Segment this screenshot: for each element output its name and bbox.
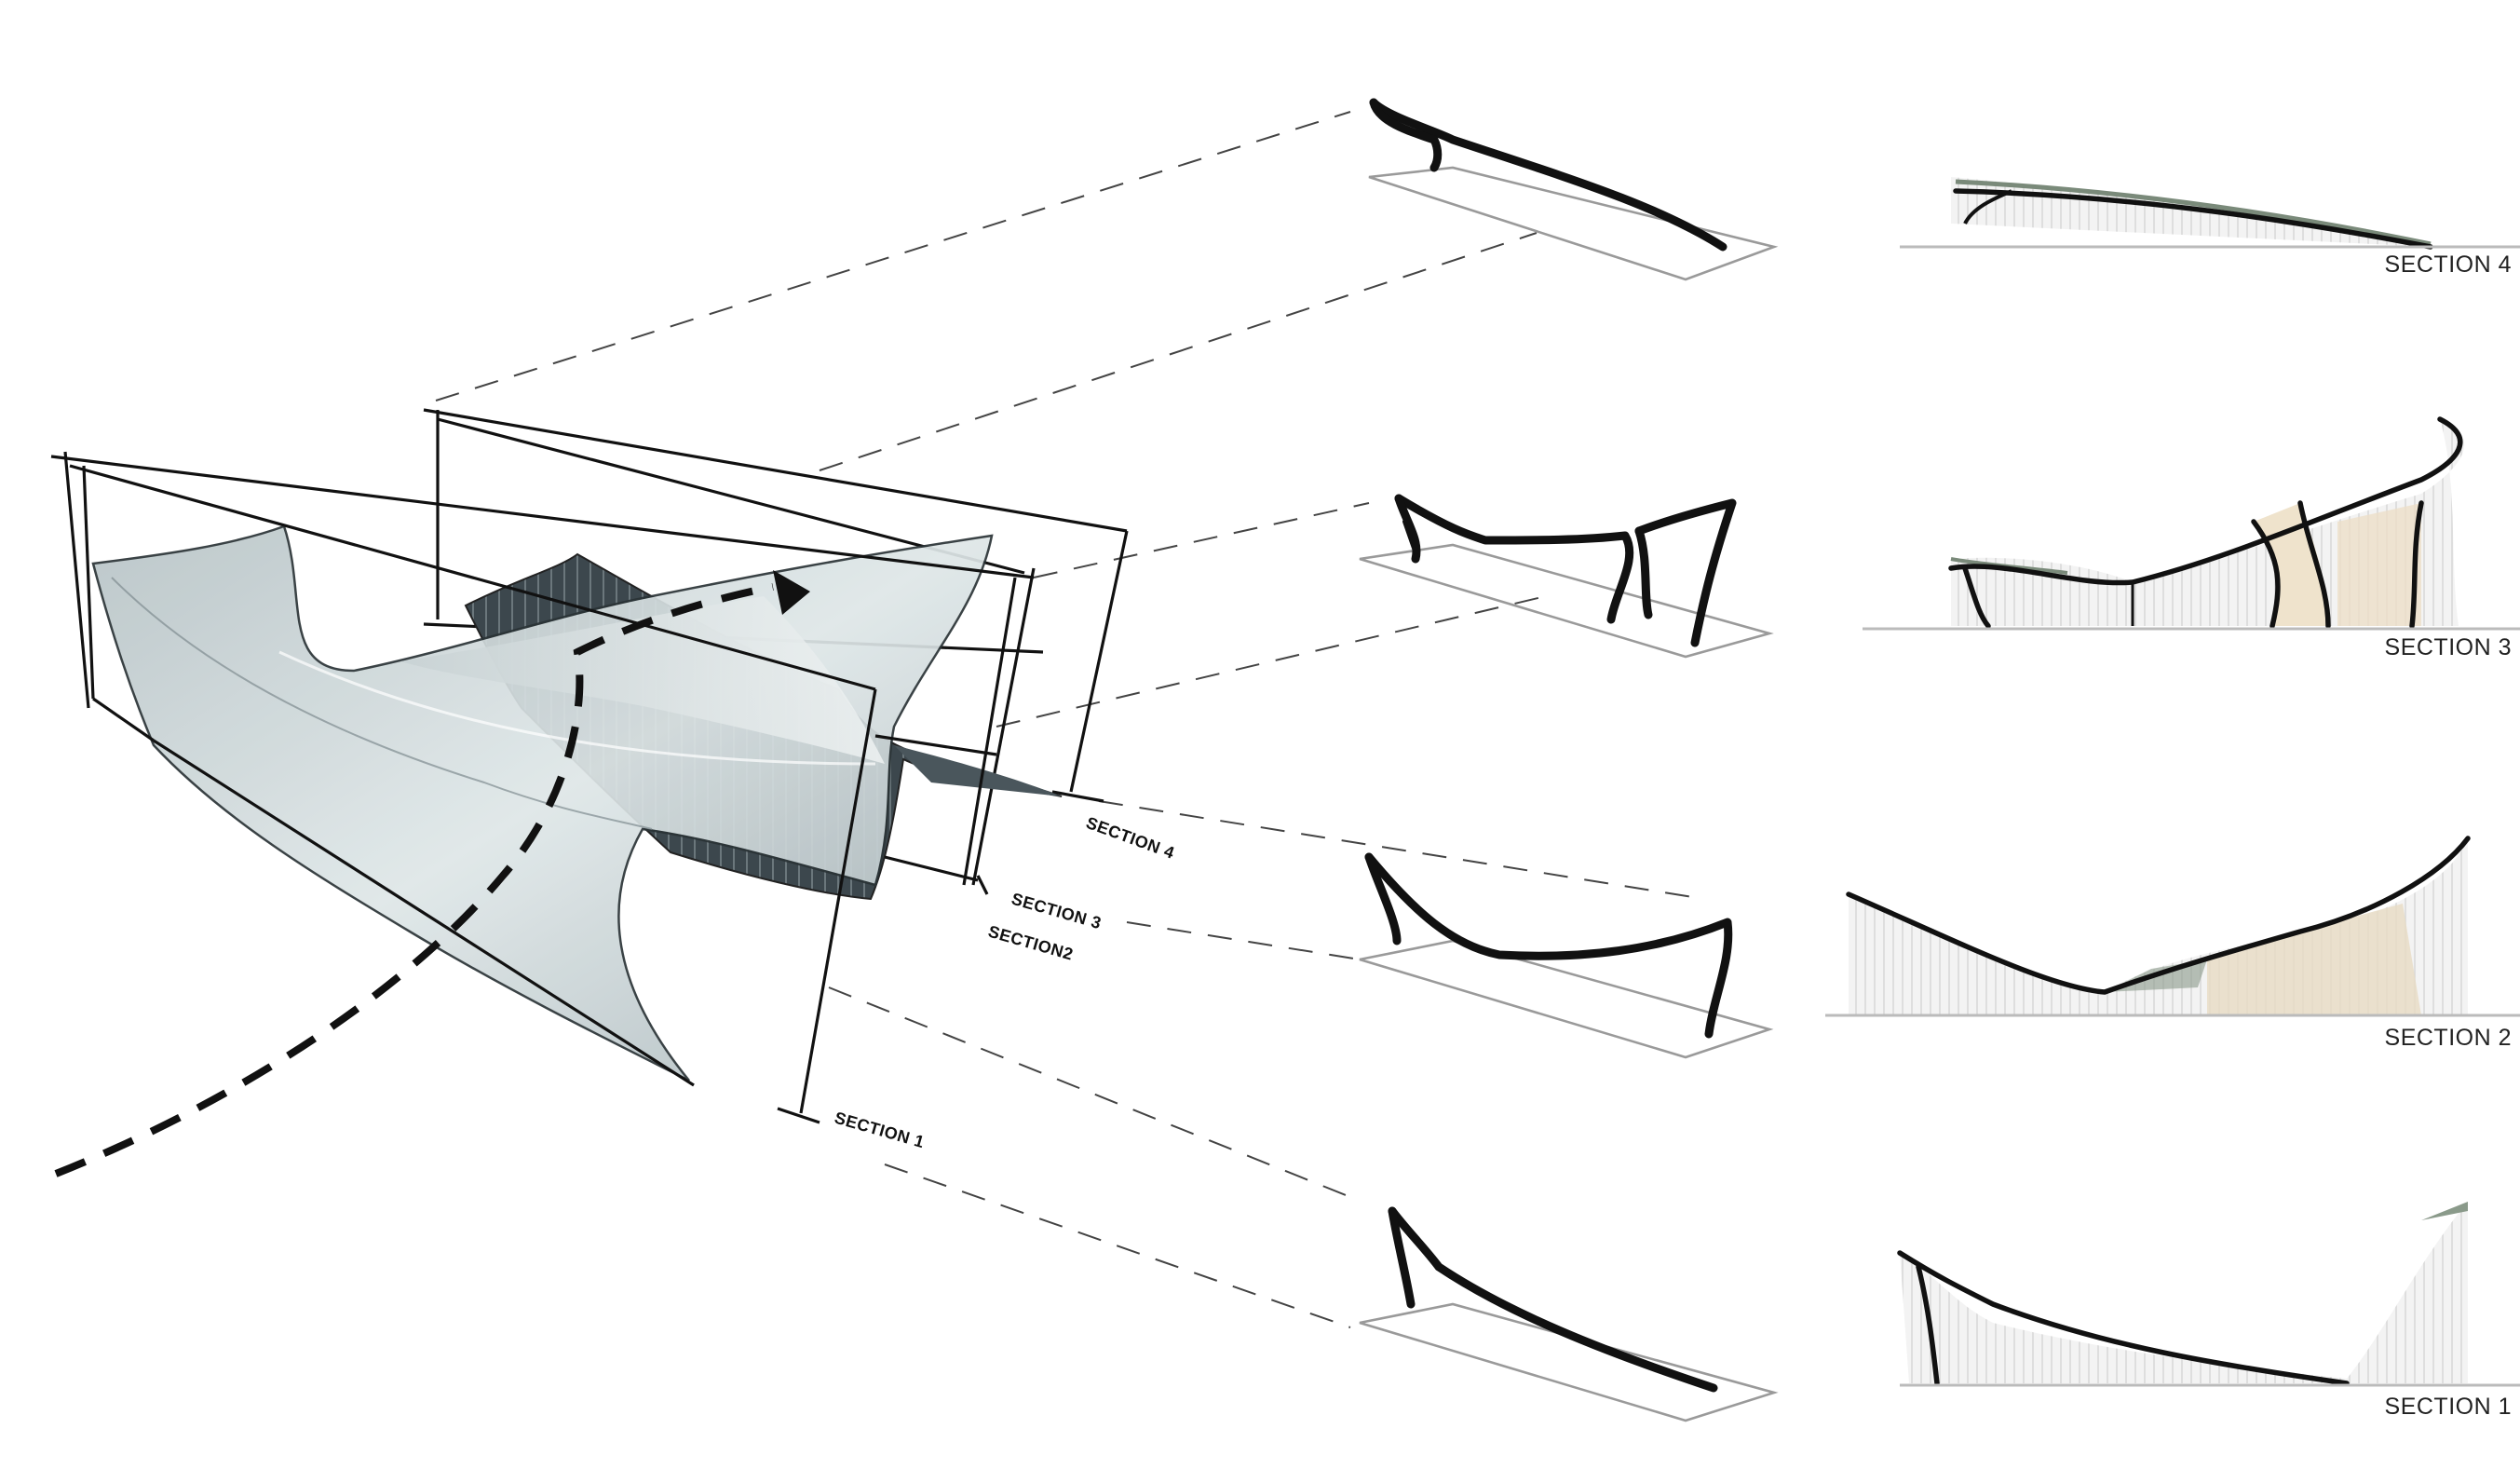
guide-line-3b	[996, 595, 1547, 728]
sketch-section-1	[1359, 1206, 1779, 1422]
sketch-section-2	[1359, 852, 1774, 1059]
elevation-label-section-1: SECTION 1	[2385, 1394, 2512, 1420]
light-shell-highlight	[400, 596, 885, 764]
elevation-section-3: SECTION 3	[1863, 416, 2520, 660]
model-label-section-1: SECTION 1	[833, 1109, 927, 1152]
projection-guides	[435, 111, 1705, 1328]
section-sketches	[1359, 98, 1779, 1422]
model-label-section-2: SECTION2	[986, 922, 1076, 964]
guide-line-1b	[884, 1163, 1351, 1328]
guide-line-4a	[435, 111, 1351, 401]
elevation-section-1: SECTION 1	[1897, 1202, 2520, 1420]
elevation-section-4: SECTION 4	[1900, 177, 2520, 278]
elevation-label-section-3: SECTION 3	[2385, 634, 2512, 660]
elevation-section-2: SECTION 2	[1825, 836, 2520, 1051]
sketch-section-3	[1359, 494, 1774, 659]
front-frame	[50, 451, 1035, 1124]
dark-shell-wing	[894, 745, 1062, 796]
guide-line-1a	[828, 986, 1351, 1198]
guide-line-2b	[1126, 921, 1361, 960]
elevation-label-section-4: SECTION 4	[2385, 252, 2512, 278]
light-shell-fold	[111, 577, 653, 830]
arrow-head-icon	[773, 570, 810, 615]
guide-line-3a	[1033, 502, 1370, 578]
guide-line-4b	[819, 232, 1538, 471]
guide-line-2a	[1098, 800, 1705, 900]
circulation-arrow-path	[54, 583, 774, 1177]
model-label-section-3: SECTION 3	[1009, 890, 1104, 933]
elevation-label-section-2: SECTION 2	[2385, 1025, 2512, 1051]
light-shell-fold-2	[278, 650, 876, 766]
elevations: SECTION 4 SECTION 3 SECTION 2	[1825, 177, 2520, 1420]
sketch-section-4	[1368, 98, 1779, 281]
model-label-section-4: SECTION 4	[1084, 813, 1177, 863]
axonometric-model: SECTION 4 SECTION 3 SECTION2 SECTION 1	[50, 408, 1177, 1177]
